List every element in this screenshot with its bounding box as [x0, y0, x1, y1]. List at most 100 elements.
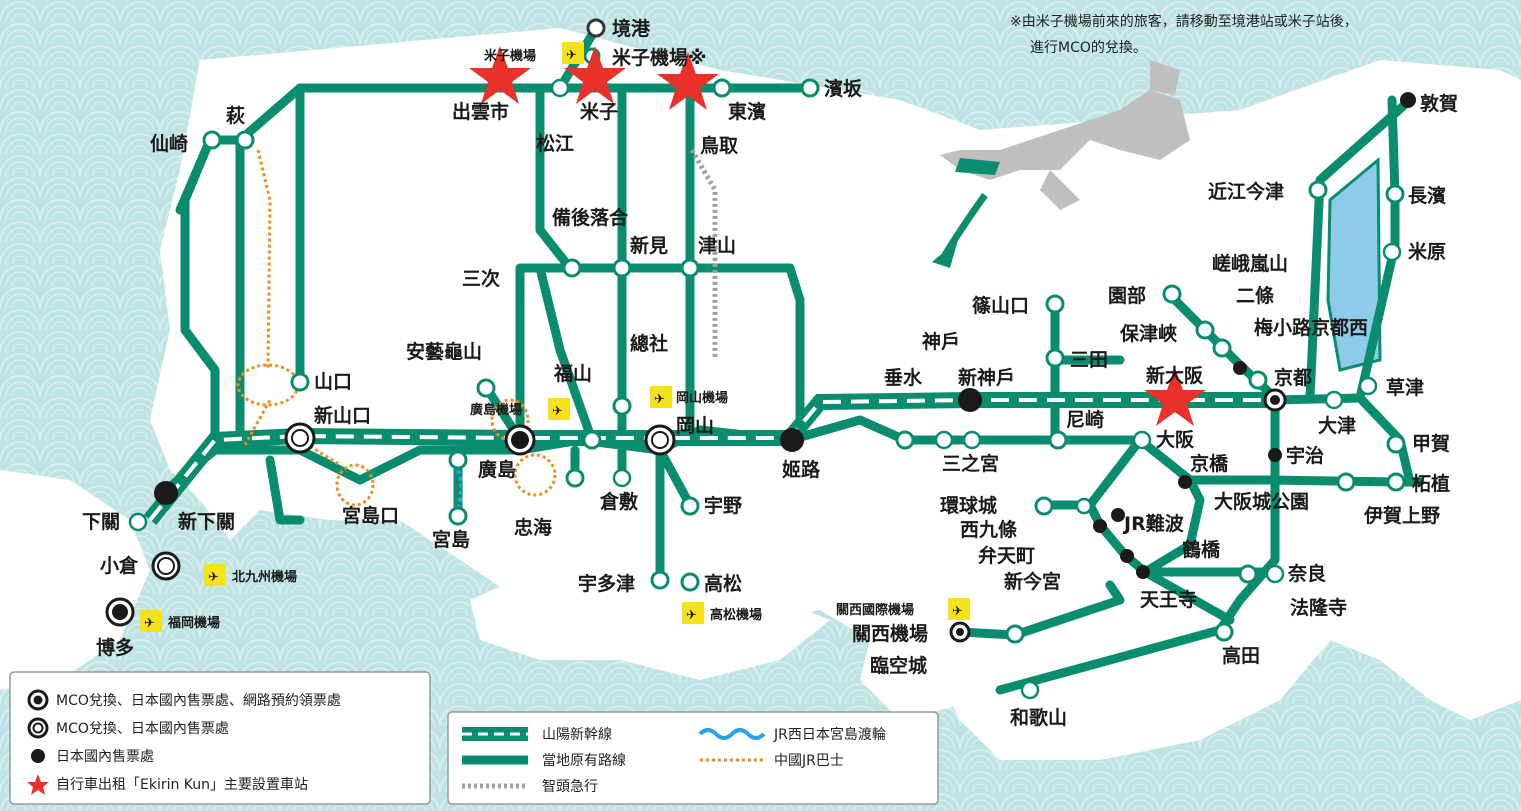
label-okayama-airport: 岡山機場 [676, 390, 728, 406]
label-shin-osaka: 新大阪 [1146, 364, 1204, 387]
legend-item-4: 自行車出租「Ekirin Kun」主要設置車站 [56, 776, 308, 793]
sanyo-shinkansen-line [143, 392, 1275, 526]
label-nagahama: 長濱 [1408, 184, 1446, 207]
label-yonago-airport: 米子機場※ [612, 46, 706, 69]
legend-item-1: MCO兌換、日本國內售票處、網路預約領票處 [56, 692, 341, 709]
station-labels: 境港 米子機場 米子機場※ 出雲市 松江 米子 東濱 鳥取 濱坂 萩 仙崎 備後… [82, 17, 1458, 729]
label-sannomiya: 三之宮 [942, 452, 999, 475]
label-kansai-airport: 關西機場 [852, 622, 928, 645]
svg-text:✈: ✈ [654, 392, 665, 407]
legend-item-2: MCO兌換、日本國內售票處 [56, 721, 229, 737]
label-sasayamaguchi: 篠山口 [972, 294, 1029, 317]
label-nijo: 二條 [1236, 284, 1274, 307]
label-iga-ueno: 伊賀上野 [1363, 504, 1440, 527]
label-utazu: 宇多津 [578, 572, 635, 595]
label-nishikujo: 西九條 [960, 518, 1017, 541]
label-wakayama: 和歌山 [1010, 706, 1067, 729]
label-saga-arashiyama: 嵯峨嵐山 [1212, 252, 1288, 275]
label-tsuyama: 津山 [698, 234, 736, 257]
label-bentencho: 弁天町 [978, 544, 1035, 567]
label-kusatsu: 草津 [1386, 376, 1424, 399]
stations-double-ring [105, 388, 1287, 643]
bicycle-rental-star-icon [469, 46, 1206, 426]
label-hakata: 博多 [96, 636, 134, 659]
label-shin-yamaguchi: 新山口 [314, 404, 371, 427]
label-hiroshima: 廣島 [478, 458, 516, 481]
label-hamasaka: 濱坂 [824, 77, 863, 100]
label-niimi: 新見 [630, 234, 668, 257]
svg-text:✈: ✈ [144, 616, 155, 631]
label-rinkutown: 臨空城 [870, 654, 927, 677]
label-kankyujo: 環球城 [940, 494, 997, 517]
label-tsuruhashi: 鶴橋 [1182, 538, 1221, 561]
label-kokura: 小倉 [100, 554, 139, 577]
label-fukuoka-airport: 福岡機場 [167, 615, 220, 631]
label-kyoto: 京都 [1274, 366, 1312, 389]
label-higashihama: 東濱 [728, 100, 766, 123]
label-uji: 宇治 [1286, 444, 1324, 467]
label-shimonoseki: 下關 [82, 511, 120, 533]
label-omi-imazu: 近江今津 [1208, 180, 1284, 203]
lake-biwa [1326, 156, 1382, 372]
label-nara: 奈良 [1287, 562, 1326, 585]
label-tottori: 鳥取 [700, 134, 738, 157]
label-yonago: 米子 [580, 100, 618, 123]
legend-stations: MCO兌換、日本國內售票處、網路預約領票處 MCO兌換、日本國內售票處 日本國內… [9, 671, 431, 805]
label-matsue: 松江 [536, 132, 574, 155]
label-soja: 總社 [630, 332, 668, 355]
label-kobe: 神戶 [922, 330, 960, 353]
legend-shinkansen: 山陽新幹線 [542, 726, 612, 743]
label-sanda: 三田 [1070, 349, 1108, 371]
label-miyajimaguchi: 宮島口 [342, 504, 399, 527]
legend-local: 當地原有路線 [542, 753, 626, 769]
label-maibara: 米原 [1408, 240, 1446, 263]
label-uno: 宇野 [704, 495, 742, 517]
label-jr-namba: JR難波 [1122, 512, 1185, 535]
label-izumoshi: 出雲市 [452, 100, 509, 123]
label-kyobashi: 京橋 [1190, 452, 1229, 475]
label-senzaki: 仙崎 [150, 132, 188, 155]
miyajima-ferry-line [454, 469, 463, 516]
label-yamaguchi: 山口 [314, 371, 352, 393]
label-miyoshi: 三次 [462, 267, 500, 290]
note-line-1: ※由米子機場前來的旅客，請移動至境港站或米子站後， [1010, 13, 1358, 30]
label-sonobe: 園部 [1108, 284, 1146, 307]
airplane-icon: ✈ ✈ ✈ ✈ ✈ ✈ ✈ [140, 42, 970, 632]
japan-inset-map [932, 60, 1190, 268]
label-shin-imamiya: 新今宮 [1004, 570, 1061, 593]
bicycle-station-markers [128, 78, 1402, 700]
svg-text:✈: ✈ [552, 404, 563, 419]
label-osaka: 大阪 [1156, 428, 1195, 451]
label-kitakyushu-airport: 北九州機場 [232, 569, 297, 585]
label-bingo-ochiai: 備後落合 [552, 206, 629, 229]
station-sakaiminato-marker [586, 18, 606, 38]
label-horyuji: 法隆寺 [1290, 596, 1347, 619]
label-tarumi: 垂水 [884, 367, 923, 389]
legend-item-3: 日本國內售票處 [56, 749, 154, 765]
svg-text:✈: ✈ [566, 48, 577, 63]
label-takamatsu-airport: 高松機場 [710, 607, 762, 623]
label-osakajokoen: 大阪城公園 [1214, 490, 1309, 513]
label-tsuge: 柘植 [1412, 472, 1450, 495]
label-aki-kameyama: 安藝龜山 [406, 340, 482, 363]
stations-minor [202, 47, 1406, 644]
label-umekoji: 梅小路京都西 [1254, 316, 1368, 339]
note-line-2: 進行MCO的兌換。 [1030, 40, 1147, 56]
label-okayama: 岡山 [676, 415, 714, 437]
label-amagasaki: 尼崎 [1066, 408, 1104, 431]
legend-chizu: 智頭急行 [542, 779, 598, 795]
label-shin-kobe: 新神戶 [958, 366, 1015, 389]
label-kansai-airport-intl: 關西國際機場 [836, 602, 914, 618]
legend-bus: 中國JR巴士 [774, 753, 844, 769]
label-takamatsu: 高松 [704, 572, 742, 595]
label-tennoji: 天王寺 [1140, 589, 1197, 611]
legend-ferry: JR西日本宮島渡輪 [773, 726, 886, 743]
label-sakaiminato: 境港 [612, 17, 651, 40]
label-tsuruga: 敦賀 [1420, 92, 1458, 115]
label-hagi: 萩 [226, 105, 245, 127]
label-hozukyo: 保津峽 [1119, 322, 1178, 345]
label-himeji: 姬路 [782, 458, 821, 481]
svg-text:✈: ✈ [952, 604, 963, 619]
label-shin-shimonoseki: 新下關 [178, 510, 235, 533]
